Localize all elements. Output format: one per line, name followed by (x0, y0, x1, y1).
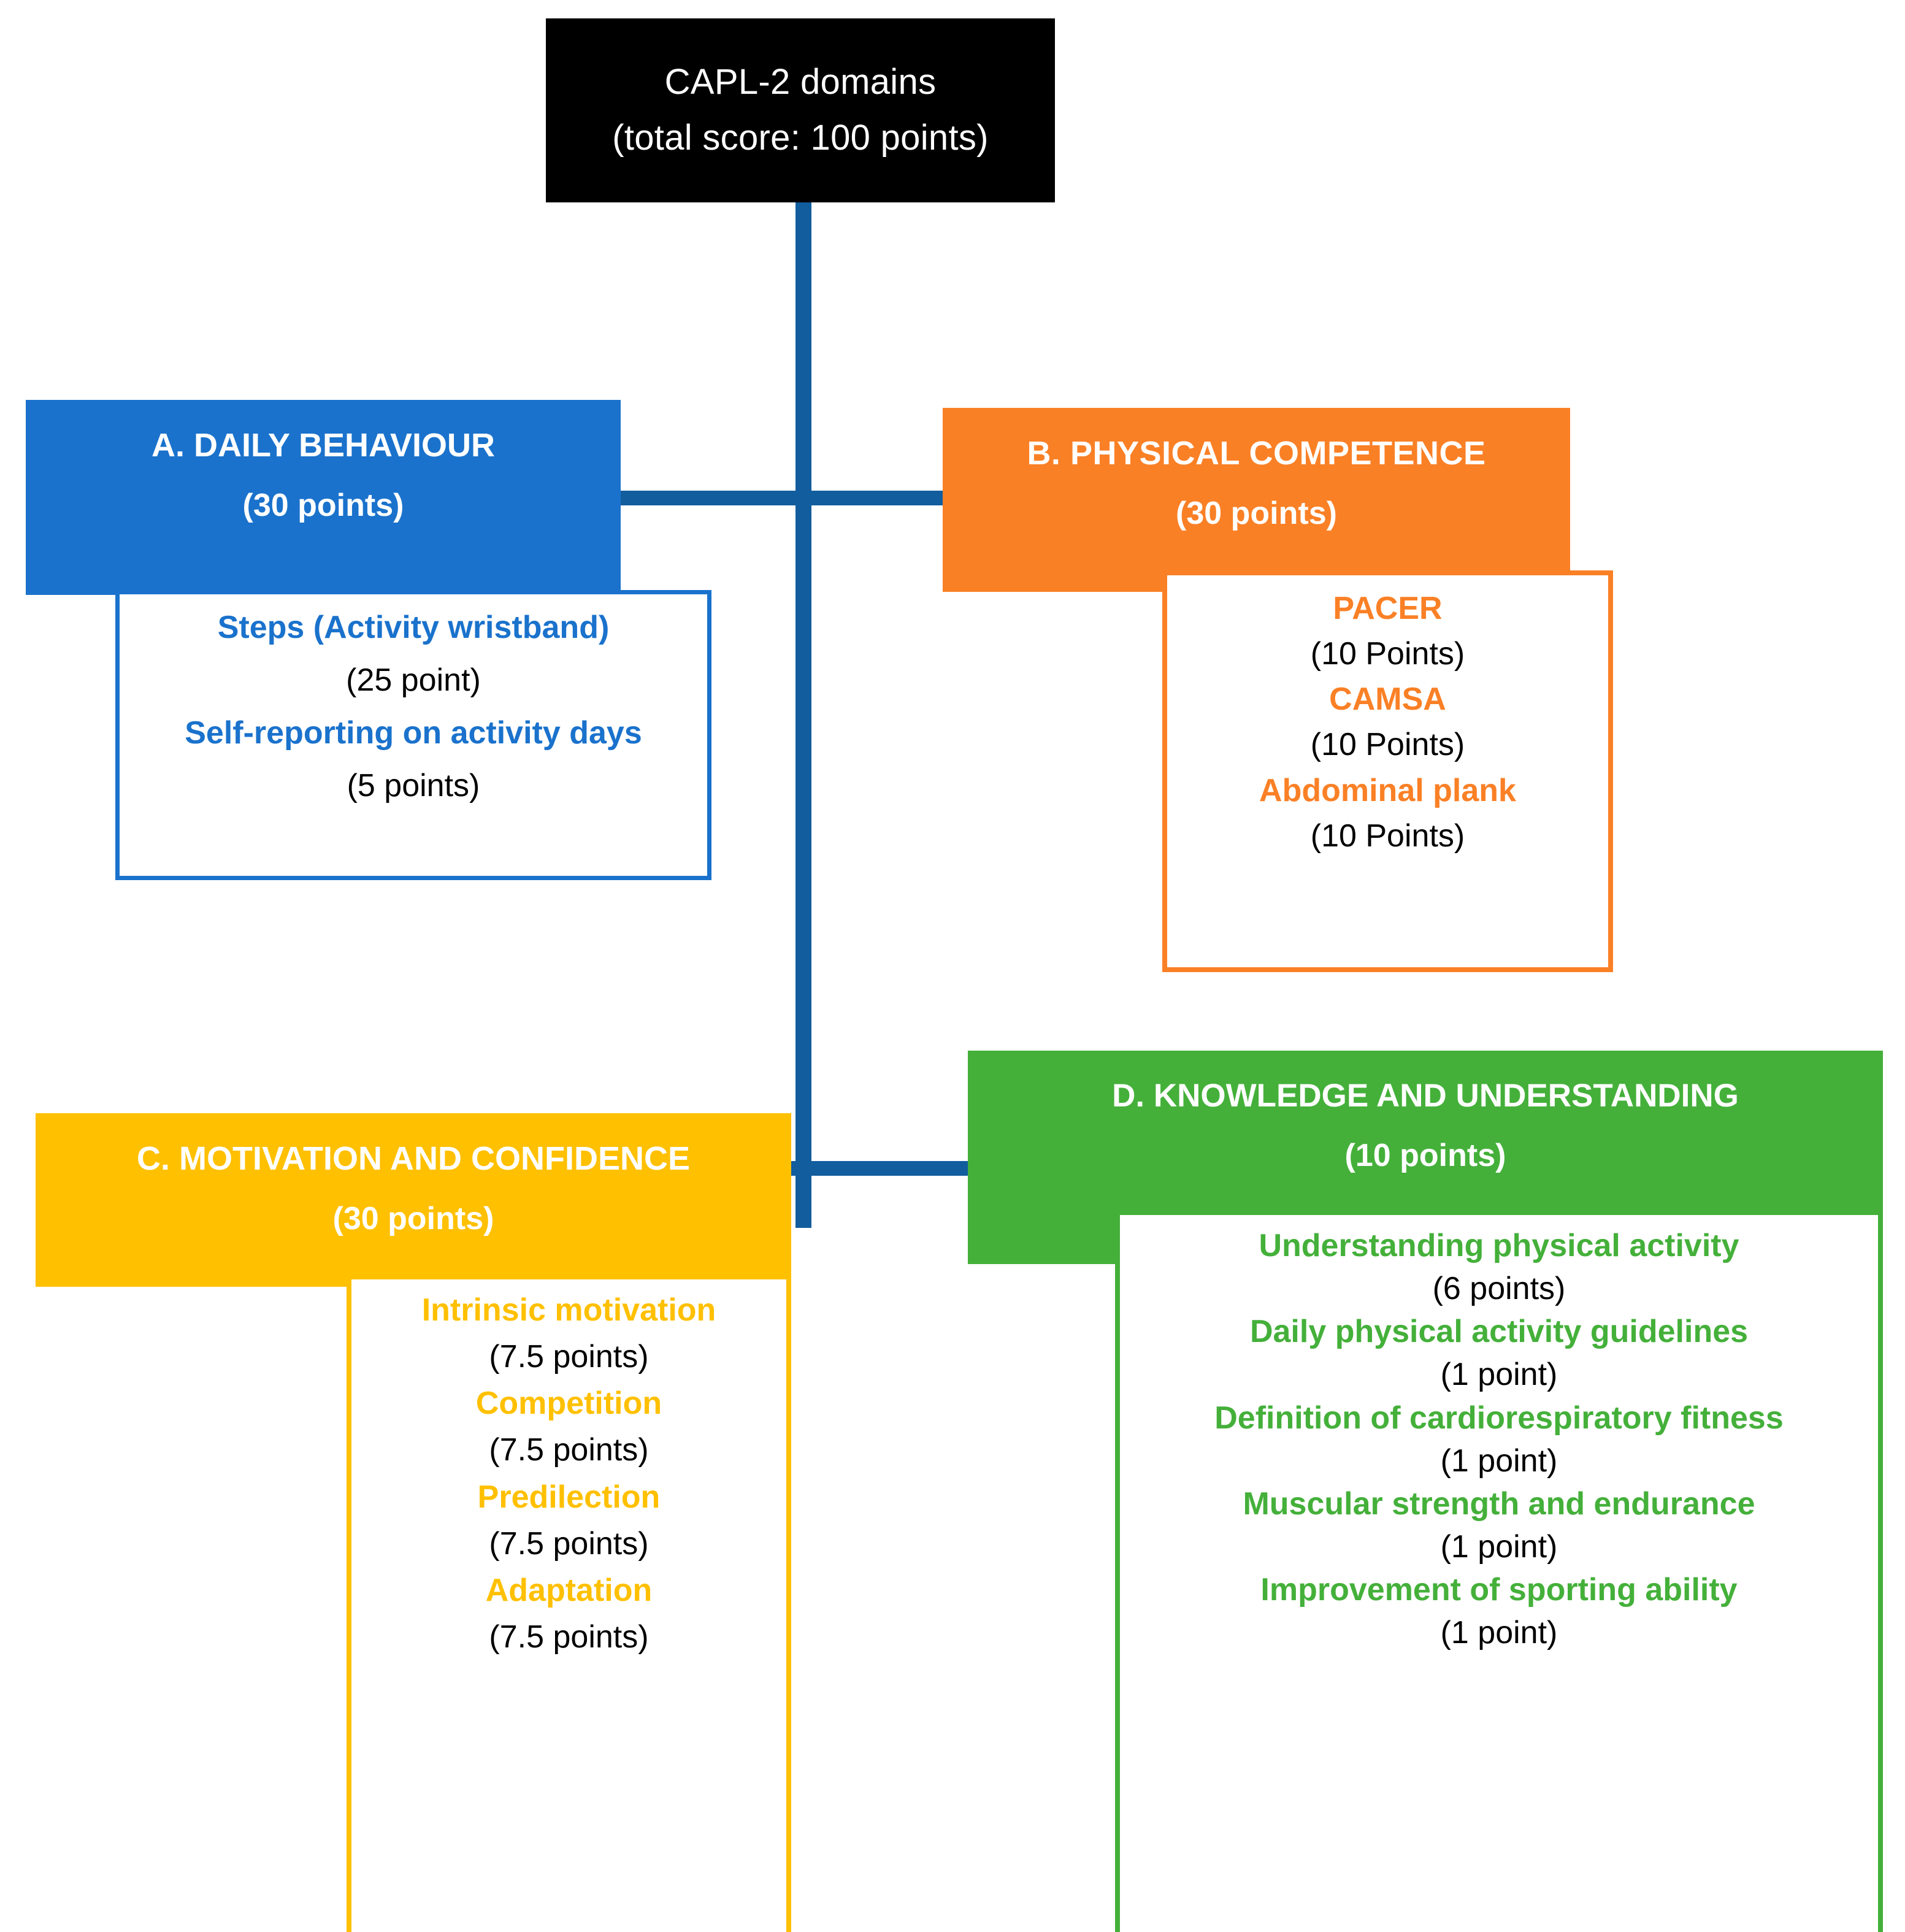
domain-title-d: D. KNOWLEDGE AND UNDERSTANDING (1112, 1078, 1739, 1114)
item-score: (1 point) (1440, 1443, 1558, 1479)
item-term: Steps (Activity wristband) (217, 610, 610, 645)
domain-items-motivation-confidence: Intrinsic motivation (7.5 points) Compet… (347, 1275, 791, 1932)
item-term: CAMSA (1329, 681, 1446, 718)
item-score: (1 point) (1440, 1615, 1558, 1651)
item-term: Daily physical activity guidelines (1249, 1314, 1749, 1350)
domain-points-b: (30 points) (1176, 495, 1337, 531)
item-term: Understanding physical activity (1259, 1228, 1739, 1263)
item-score: (7.5 points) (489, 1525, 649, 1562)
domain-title-a: A. DAILY BEHAVIOUR (151, 427, 496, 464)
item-term: PACER (1333, 591, 1443, 626)
domain-items-knowledge-understanding: Understanding physical activity (6 point… (1115, 1210, 1883, 1932)
connector-branch-physical-competence (795, 491, 952, 505)
item-score: (25 point) (346, 662, 481, 699)
item-term: Competition (475, 1386, 662, 1422)
root-title: CAPL-2 domains (664, 62, 937, 102)
item-term: Abdominal plank (1259, 772, 1516, 808)
domain-points-d: (10 points) (1344, 1137, 1506, 1173)
item-term: Adaptation (485, 1572, 653, 1608)
item-term: Self-reporting on activity days (185, 715, 642, 751)
domain-items-daily-behaviour: Steps (Activity wristband) (25 point) Se… (115, 590, 711, 880)
item-score: (7.5 points) (489, 1619, 649, 1655)
item-score: (10 Points) (1310, 727, 1465, 763)
item-term: Muscular strength and endurance (1243, 1485, 1755, 1522)
item-score: (10 Points) (1310, 818, 1465, 854)
item-term: Intrinsic motivation (421, 1292, 716, 1328)
item-score: (5 points) (347, 768, 480, 804)
item-score: (1 point) (1440, 1357, 1558, 1393)
item-score: (6 points) (1432, 1271, 1566, 1307)
item-score: (7.5 points) (489, 1339, 649, 1375)
item-score: (1 point) (1440, 1529, 1558, 1565)
domain-items-physical-competence: PACER (10 Points) CAMSA (10 Points) Abdo… (1162, 570, 1613, 972)
domain-header-daily-behaviour: A. DAILY BEHAVIOUR (30 points) (26, 400, 621, 595)
item-score: (10 Points) (1310, 636, 1465, 672)
item-term: Definition of cardiorespiratory fitness (1214, 1400, 1784, 1436)
domain-points-c: (30 points) (332, 1200, 494, 1236)
domain-title-c: C. MOTIVATION AND CONFIDENCE (137, 1140, 690, 1177)
connector-branch-daily-behaviour (619, 491, 803, 505)
item-term: Predilection (477, 1479, 661, 1515)
connector-branch-knowledge-understanding (795, 1161, 976, 1176)
domain-points-a: (30 points) (242, 487, 404, 523)
domain-header-motivation-confidence: C. MOTIVATION AND CONFIDENCE (30 points) (36, 1113, 791, 1287)
domain-title-b: B. PHYSICAL COMPETENCE (1027, 435, 1486, 472)
item-term: Improvement of sporting ability (1260, 1572, 1738, 1608)
domain-header-physical-competence: B. PHYSICAL COMPETENCE (30 points) (943, 408, 1570, 592)
root-total-score: (total score: 100 points) (612, 118, 989, 158)
connector-trunk-vertical (795, 202, 811, 1228)
root-node-capl2-domains: CAPL-2 domains (total score: 100 points) (546, 18, 1055, 202)
item-score: (7.5 points) (489, 1432, 649, 1468)
